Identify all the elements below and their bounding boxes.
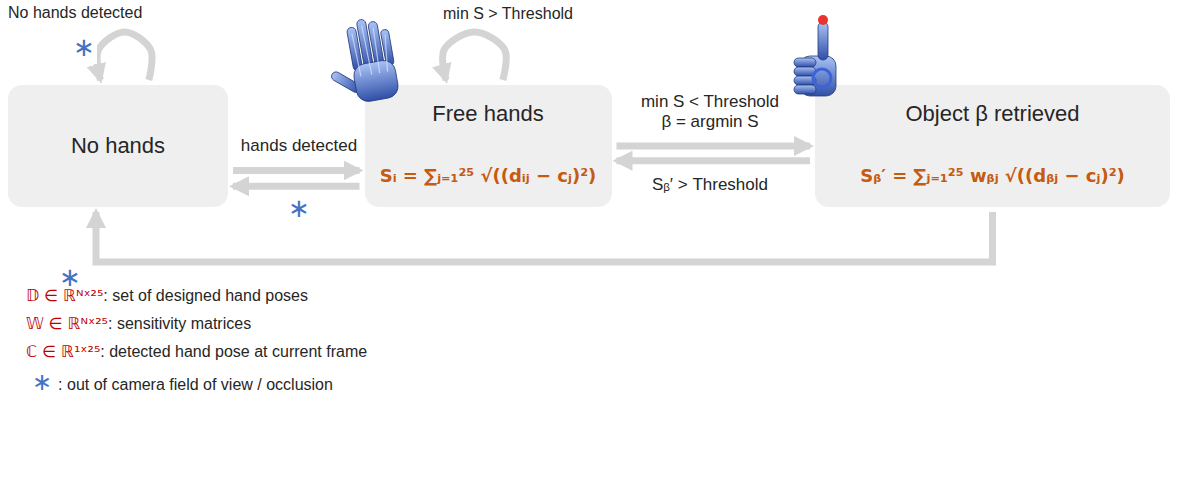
asterisk-mark: ∗ (286, 193, 312, 224)
symbol-definition: ℂ ∈ ℝ¹ˣ²⁵ (26, 342, 100, 361)
state-formula: Sᵢ = ∑ⱼ₌₁²⁵ √((dᵢⱼ − cⱼ)²) (380, 165, 597, 188)
definition-row: ℂ ∈ ℝ¹ˣ²⁵: detected hand pose at current… (26, 342, 367, 361)
hand-finger (368, 21, 385, 68)
definition-row: 𝕎 ∈ ℝᴺˣ²⁵: sensitivity matrices (26, 314, 251, 333)
hand-thumb-shape (330, 70, 362, 94)
hand-thumb (818, 22, 828, 60)
definition-row: ∗ : out of camera field of view / occlusi… (32, 368, 333, 397)
transition-arrow (443, 32, 507, 80)
state-formula: Sᵦ′ = ∑ⱼ₌₁²⁵ wᵦⱼ √((dᵦⱼ − cⱼ)²) (860, 165, 1125, 188)
state-box: Free hands Sᵢ = ∑ⱼ₌₁²⁵ √((dᵢⱼ − cⱼ)²) (365, 85, 612, 207)
definition-text: : detected hand pose at current frame (100, 342, 367, 361)
hand-finger (356, 19, 374, 70)
definition-text: : set of designed hand poses (103, 286, 308, 305)
hand-finger (794, 76, 816, 85)
transition-arrow (617, 157, 811, 164)
hand-finger (380, 29, 394, 66)
transition-arrow (617, 143, 811, 150)
hand-bones (351, 22, 392, 77)
transition-label: hands detected (239, 136, 359, 156)
hand-finger (346, 27, 363, 72)
transition-label: min S < Threshold β = argmin S (632, 92, 788, 133)
definition-text: : out of camera field of view / occlusio… (58, 375, 333, 394)
symbol-definition: 𝔻 ∈ ℝᴺˣ²⁵ (26, 286, 103, 305)
hand-thumb (330, 70, 362, 94)
open-hand-icon (321, 15, 400, 107)
state-title: Free hands (432, 100, 543, 128)
transition-label: min S > Threshold (441, 4, 575, 23)
transition-arrow (233, 167, 360, 174)
transition-arrow (96, 212, 993, 262)
hand-finger (794, 85, 816, 94)
held-ring (813, 69, 831, 87)
hand-finger (794, 67, 816, 76)
hand-palm (352, 59, 400, 104)
definition-text: : sensitivity matrices (108, 314, 251, 333)
definition-row: 𝔻 ∈ ℝᴺˣ²⁵: set of designed hand poses (26, 286, 308, 305)
symbol-definition: 𝕎 ∈ ℝᴺˣ²⁵ (26, 314, 108, 333)
transition-arrow (97, 32, 152, 80)
transition-arrow (233, 183, 360, 190)
state-title: No hands (71, 132, 165, 160)
transition-label: Sᵦ′ > Threshold (650, 175, 770, 195)
thumb-tip-dot (818, 15, 828, 25)
transition-label: No hands detected (6, 3, 144, 22)
state-box: Object β retrievedSᵦ′ = ∑ⱼ₌₁²⁵ wᵦⱼ √((dᵦ… (815, 85, 1170, 207)
state-title: Object β retrieved (905, 100, 1079, 128)
hand-fist (800, 56, 836, 96)
asterisk-mark: ∗ (71, 32, 97, 63)
asterisk-mark: ∗ (32, 368, 52, 397)
state-box: No hands (8, 85, 228, 207)
thumbs-up-hand-icon (794, 15, 836, 96)
hand-finger (794, 58, 816, 67)
